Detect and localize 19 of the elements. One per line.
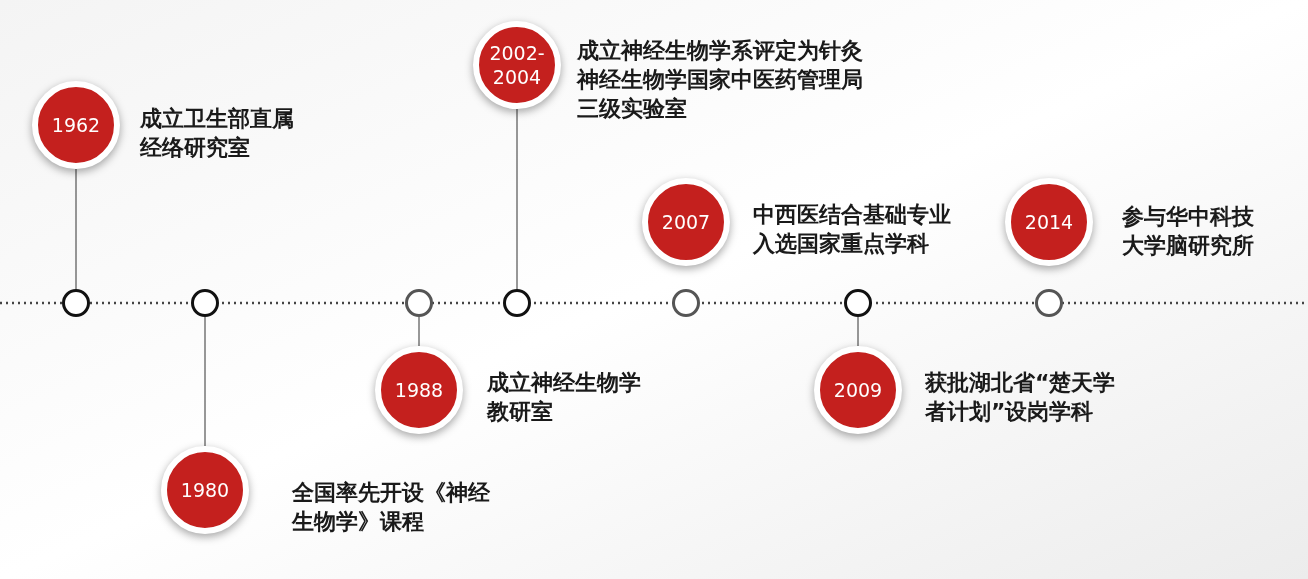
- year-text: 1980: [179, 478, 231, 502]
- connector-line: [75, 168, 77, 290]
- year-text: 1988: [393, 378, 445, 402]
- year-text: 2014: [1023, 210, 1075, 234]
- event-description: 参与华中科技大学脑研究所: [1122, 203, 1255, 260]
- event-description: 成立神经生物学系评定为针灸神经生物学国家中医药管理局三级实验室: [577, 37, 864, 123]
- event-description: 中西医结合基础专业入选国家重点学科: [753, 201, 952, 258]
- connector-line: [418, 316, 420, 347]
- event-description: 获批湖北省“楚天学者计划”设岗学科: [925, 369, 1117, 426]
- year-text: 2007: [660, 210, 712, 234]
- year-text: 2002-2004: [488, 41, 546, 89]
- connector-line: [857, 316, 859, 347]
- connector-line: [204, 316, 206, 447]
- connector-line: [516, 108, 518, 290]
- year-text: 2009: [832, 378, 884, 402]
- event-description: 成立卫生部直属经络研究室: [140, 105, 295, 162]
- event-description: 全国率先开设《神经生物学》课程: [292, 479, 491, 536]
- year-text: 1962: [50, 113, 102, 137]
- event-description: 成立神经生物学教研室: [487, 369, 642, 426]
